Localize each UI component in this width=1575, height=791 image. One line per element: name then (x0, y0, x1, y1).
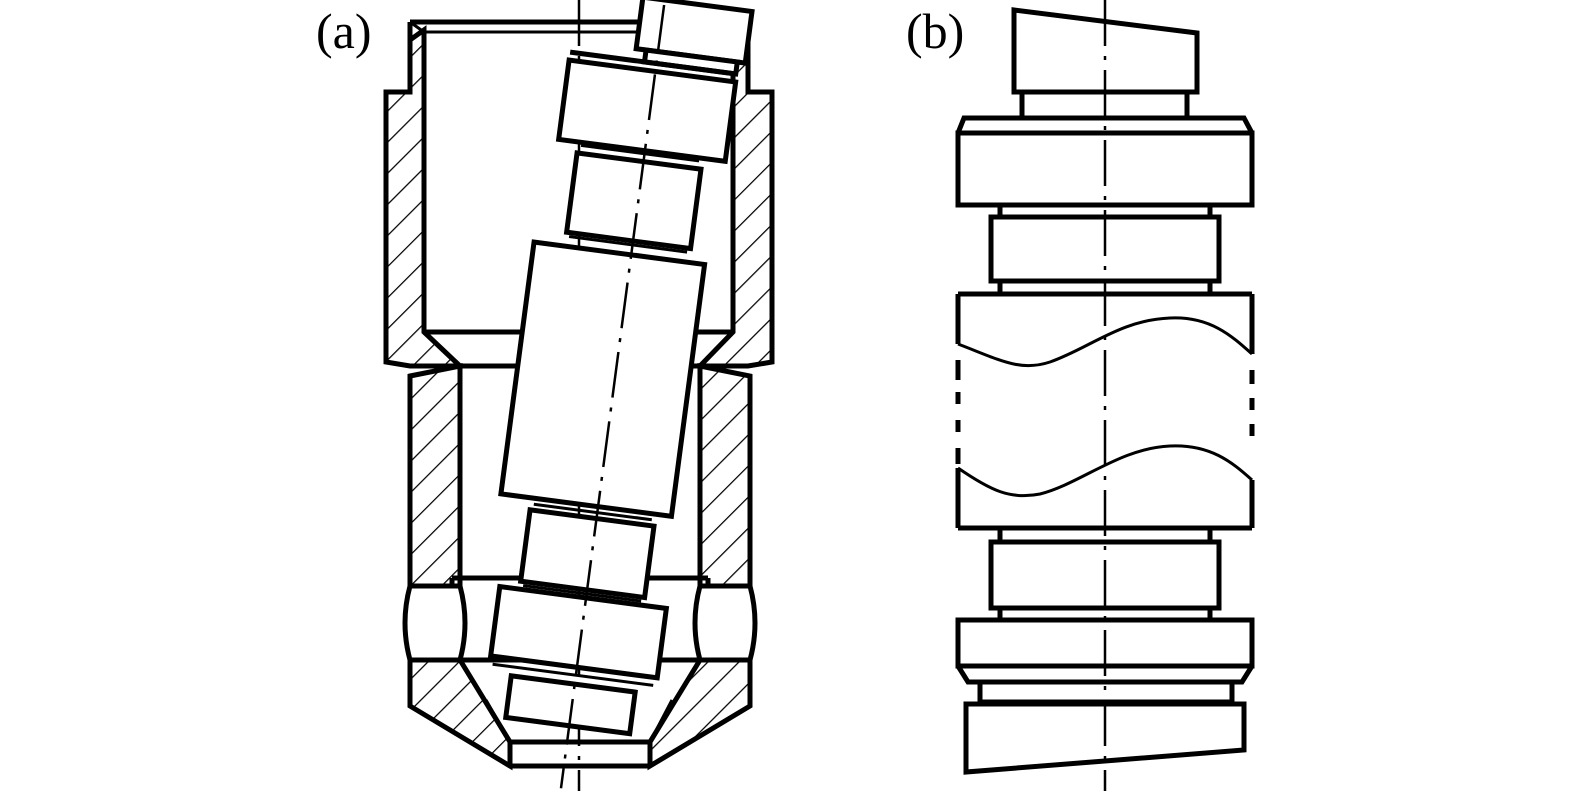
panel-a-label: (a) (316, 3, 372, 59)
stack-flange-top (555, 57, 739, 165)
stack-flange-bottom (487, 583, 670, 681)
stack-end-cap-bottom (502, 672, 638, 737)
tilted-roller-stack (487, 0, 755, 789)
stack-collar-top (563, 150, 704, 252)
stack-main-roller (498, 239, 708, 520)
top-flange-chamfer (955, 115, 1255, 135)
stack-collar-bottom (517, 507, 657, 601)
panel-b-label: (b) (906, 3, 964, 59)
panel-a: (a) (316, 0, 775, 791)
bottom-cap-neck (977, 679, 1235, 705)
top-cap (1011, 7, 1200, 95)
panel-b: (b) (906, 0, 1255, 791)
stack-axis (559, 4, 666, 789)
